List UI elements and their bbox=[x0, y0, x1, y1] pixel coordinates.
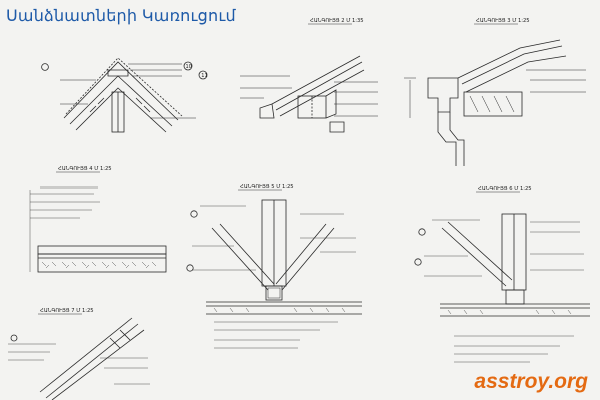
marker-1 bbox=[41, 63, 49, 71]
site-watermark: asstroy.org bbox=[474, 370, 588, 393]
detail-6-post bbox=[414, 213, 590, 363]
detail-2-caption: ՀԱՆԳՈՒՅՑ 2 Մ 1:35 bbox=[310, 18, 364, 24]
detail-6-caption: ՀԱՆԳՈՒՅՑ 6 Մ 1:25 bbox=[478, 186, 532, 192]
detail-3-caption: ՀԱՆԳՈՒՅՑ 3 Մ 1:25 bbox=[476, 18, 530, 24]
detail-2-eave bbox=[240, 55, 378, 133]
detail-7-caption: ՀԱՆԳՈՒՅՑ 7 Մ 1:25 bbox=[40, 308, 94, 314]
fine-annotations bbox=[40, 186, 98, 189]
page-title: Սանձնատների Կառուցում bbox=[6, 8, 236, 25]
marker-11 bbox=[198, 70, 208, 80]
marker-10 bbox=[183, 61, 193, 71]
detail-5-caption: ՀԱՆԳՈՒՅՑ 5 Մ 1:25 bbox=[240, 184, 294, 190]
marker-10-label: 10 bbox=[186, 64, 192, 70]
detail-5-valley bbox=[186, 199, 362, 349]
detail-4-section bbox=[29, 190, 167, 273]
marker-11-label: 11 bbox=[201, 73, 207, 79]
detail-4-caption: ՀԱՆԳՈՒՅՑ 4 Մ 1:25 bbox=[58, 166, 112, 172]
detail-7-pitch bbox=[8, 317, 150, 400]
detail-3-gutter bbox=[404, 39, 586, 166]
detail-1-ridge bbox=[41, 57, 208, 133]
